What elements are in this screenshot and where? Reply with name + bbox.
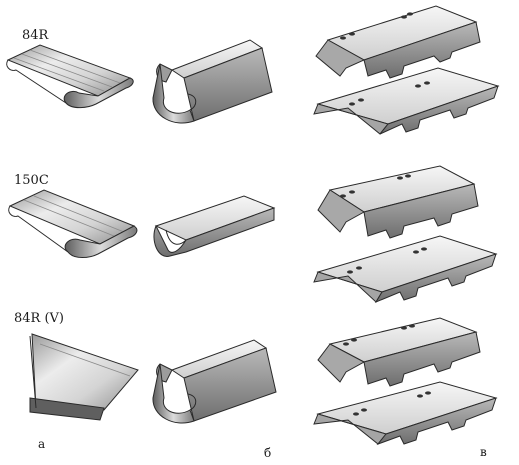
row-label-84r-v: 84R (V) (14, 311, 64, 326)
column-label-b: б (264, 446, 272, 460)
row-label-150c: 150C (14, 173, 49, 188)
column-label-v: в (480, 445, 487, 459)
profile-150c-strip (8, 189, 138, 258)
profile-150c-end (153, 195, 276, 257)
profile-150c-channels (313, 165, 498, 304)
profile-84rv-strip (29, 333, 139, 421)
row-label-84r: 84R (22, 28, 49, 43)
profile-84r-strip (6, 44, 134, 109)
profile-84rv-end (152, 339, 277, 424)
profile-84rv-channels (313, 317, 498, 446)
profile-84r-channels (313, 5, 500, 135)
profile-84r-end (152, 39, 273, 124)
column-label-a: а (38, 437, 46, 451)
